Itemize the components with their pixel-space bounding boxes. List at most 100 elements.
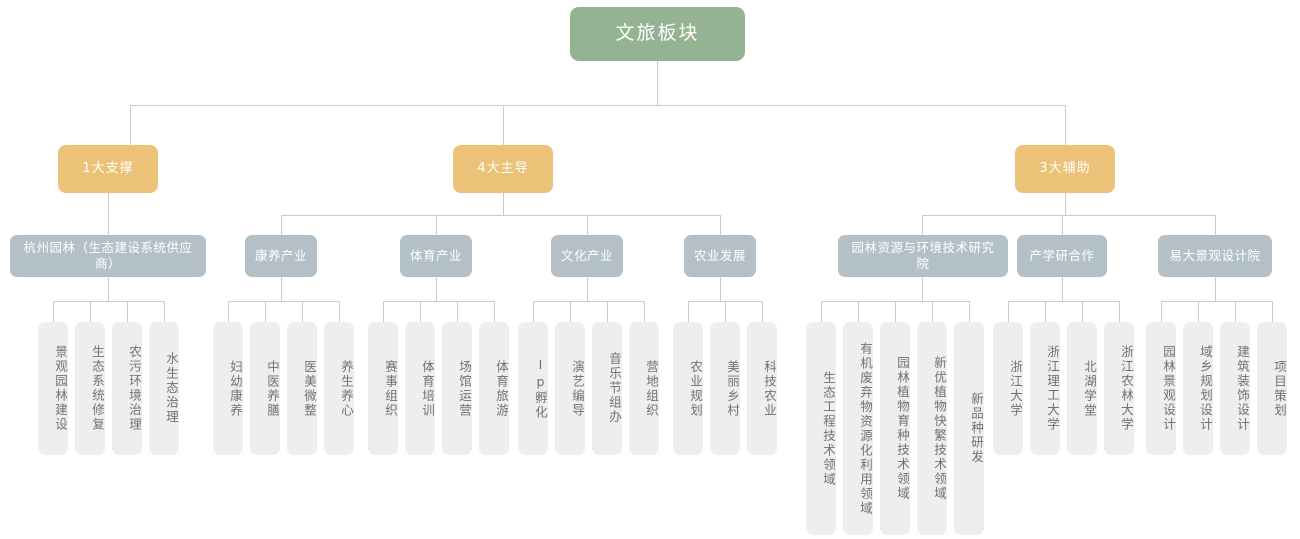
connector-g8-drop-1 xyxy=(1161,301,1162,322)
level3-node-chanxueyan-hezuo[interactable]: 产学研合作 xyxy=(1017,235,1107,277)
leaf-label: 有机废弃物资源化利用领域 xyxy=(858,341,873,516)
connector-g7-drop-3 xyxy=(1082,301,1083,322)
connector-g6-stem xyxy=(922,277,923,301)
leaf-label: 生态工程技术领域 xyxy=(821,370,836,487)
connector-g6-drop-3 xyxy=(895,301,896,322)
leaf-label: 养生养心 xyxy=(339,359,354,418)
leaf-node[interactable]: 项目策划 xyxy=(1257,322,1287,455)
leaf-label: 北湖学堂 xyxy=(1082,359,1097,418)
leaf-node[interactable]: 养生养心 xyxy=(324,322,354,455)
connector-g1-drop-3 xyxy=(127,301,128,322)
leaf-label: 水生态治理 xyxy=(164,352,179,425)
leaf-node[interactable]: 水生态治理 xyxy=(149,322,179,455)
leaf-node[interactable]: 园林景观设计 xyxy=(1146,322,1176,455)
leaf-node[interactable]: 景观园林建设 xyxy=(38,322,68,455)
leaf-node[interactable]: Ip孵化 xyxy=(518,322,548,455)
connector-g5-drop-1 xyxy=(688,301,689,322)
leaf-node[interactable]: 有机废弃物资源化利用领域 xyxy=(843,322,873,535)
leaf-node[interactable]: 体育培训 xyxy=(405,322,435,455)
leaf-node[interactable]: 域乡规划设计 xyxy=(1183,322,1213,455)
connector-g6-drop-4 xyxy=(932,301,933,322)
level2-node-4da-zhudao[interactable]: 4大主导 xyxy=(453,145,553,193)
connector-g3-stem xyxy=(436,277,437,301)
leaf-node[interactable]: 科技农业 xyxy=(747,322,777,455)
connector-g2-drop-2 xyxy=(265,301,266,322)
connector-g3-drop-1 xyxy=(383,301,384,322)
connector-root-stem xyxy=(657,61,658,105)
level3-node-tiyu-chanye[interactable]: 体育产业 xyxy=(400,235,472,277)
connector-level2-drop-3 xyxy=(1065,105,1066,145)
connector-g8-drop-2 xyxy=(1198,301,1199,322)
root-node-wenlv[interactable]: 文旅板块 xyxy=(570,7,745,61)
leaf-label: 农业规划 xyxy=(688,359,703,418)
connector-g1-drop-4 xyxy=(164,301,165,322)
connector-g1-stem xyxy=(108,277,109,301)
leaf-node[interactable]: 妇幼康养 xyxy=(213,322,243,455)
leaf-node[interactable]: 场馆运营 xyxy=(442,322,472,455)
leaf-label: 新品种研发 xyxy=(969,392,984,465)
level3-node-yuanlin-yanjiuyuan[interactable]: 园林资源与环境技术研究院 xyxy=(838,235,1008,277)
leaf-label: 美丽乡村 xyxy=(725,359,740,418)
connector-g5-stem xyxy=(720,277,721,301)
connector-lead-drop-3 xyxy=(587,215,588,235)
connector-support-to-child xyxy=(108,193,109,235)
leaf-node[interactable]: 新优植物快繁技术领域 xyxy=(917,322,947,535)
connector-aux-bus xyxy=(922,215,1215,216)
leaf-label: 浙江大学 xyxy=(1008,359,1023,418)
level3-node-yida-sheji-yuan[interactable]: 易大景观设计院 xyxy=(1158,235,1272,277)
leaf-label: 体育培训 xyxy=(420,359,435,418)
leaf-node[interactable]: 浙江理工大学 xyxy=(1030,322,1060,455)
leaf-label: 场馆运营 xyxy=(457,359,472,418)
connector-g7-drop-2 xyxy=(1045,301,1046,322)
leaf-label: 浙江理工大学 xyxy=(1045,345,1060,432)
connector-g7-stem xyxy=(1062,277,1063,301)
leaf-node[interactable]: 演艺编导 xyxy=(555,322,585,455)
leaf-label: 赛事组织 xyxy=(383,359,398,418)
leaf-node[interactable]: 建筑装饰设计 xyxy=(1220,322,1250,455)
leaf-label: 中医养膳 xyxy=(265,359,280,418)
level2-node-3da-fuzhu[interactable]: 3大辅助 xyxy=(1015,145,1115,193)
leaf-node[interactable]: 新品种研发 xyxy=(954,322,984,535)
leaf-node[interactable]: 体育旅游 xyxy=(479,322,509,455)
leaf-node[interactable]: 园林植物育种技术领域 xyxy=(880,322,910,535)
connector-g3-bus xyxy=(383,301,494,302)
level3-node-wenhua-chanye[interactable]: 文化产业 xyxy=(551,235,623,277)
leaf-node[interactable]: 赛事组织 xyxy=(368,322,398,455)
leaf-label: 农污环境治理 xyxy=(127,345,142,432)
connector-lead-bus xyxy=(281,215,720,216)
connector-g8-stem xyxy=(1215,277,1216,301)
leaf-node[interactable]: 生态系统修复 xyxy=(75,322,105,455)
leaf-node[interactable]: 美丽乡村 xyxy=(710,322,740,455)
leaf-label: 新优植物快繁技术领域 xyxy=(932,356,947,501)
leaf-label: 园林植物育种技术领域 xyxy=(895,356,910,501)
connector-g2-drop-4 xyxy=(339,301,340,322)
level3-node-nongye-fazhan[interactable]: 农业发展 xyxy=(684,235,756,277)
connector-g7-drop-4 xyxy=(1119,301,1120,322)
leaf-node[interactable]: 营地组织 xyxy=(629,322,659,455)
connector-g3-drop-2 xyxy=(420,301,421,322)
leaf-node[interactable]: 农业规划 xyxy=(673,322,703,455)
connector-g4-drop-3 xyxy=(607,301,608,322)
connector-aux-drop-3 xyxy=(1215,215,1216,235)
level3-node-kangyang-chanye[interactable]: 康养产业 xyxy=(245,235,317,277)
level3-node-hangzhou-yuanlin[interactable]: 杭州园林（生态建设系统供应商） xyxy=(10,235,206,277)
connector-g4-bus xyxy=(533,301,644,302)
leaf-label: 项目策划 xyxy=(1272,359,1287,418)
connector-g4-stem xyxy=(587,277,588,301)
connector-g8-bus xyxy=(1161,301,1272,302)
connector-g2-stem xyxy=(281,277,282,301)
leaf-node[interactable]: 医美微整 xyxy=(287,322,317,455)
leaf-node[interactable]: 农污环境治理 xyxy=(112,322,142,455)
connector-g1-bus xyxy=(53,301,164,302)
connector-aux-drop-1 xyxy=(922,215,923,235)
leaf-node[interactable]: 中医养膳 xyxy=(250,322,280,455)
leaf-node[interactable]: 生态工程技术领域 xyxy=(806,322,836,535)
level2-node-1da-zhicheng[interactable]: 1大支撑 xyxy=(58,145,158,193)
leaf-node[interactable]: 北湖学堂 xyxy=(1067,322,1097,455)
leaf-node[interactable]: 浙江农林大学 xyxy=(1104,322,1134,455)
leaf-node[interactable]: 浙江大学 xyxy=(993,322,1023,455)
leaf-label: 演艺编导 xyxy=(570,359,585,418)
leaf-node[interactable]: 音乐节组办 xyxy=(592,322,622,455)
leaf-label: 体育旅游 xyxy=(494,359,509,418)
